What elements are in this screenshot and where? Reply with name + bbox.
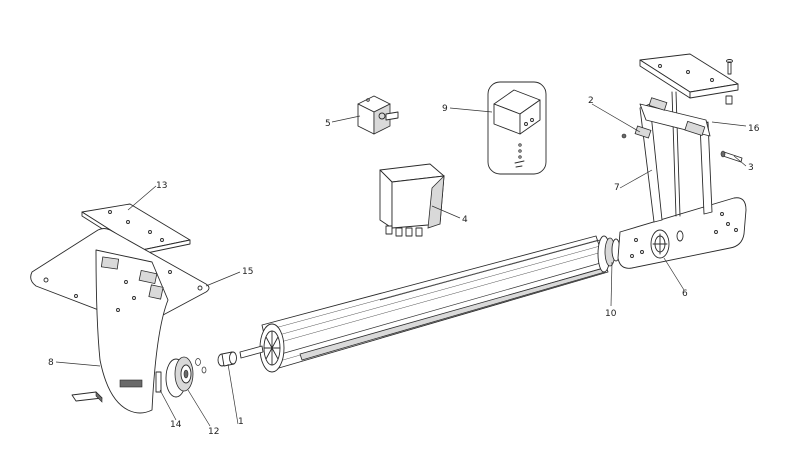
small-clip-part <box>71 391 103 403</box>
callout-4: 4 <box>462 215 468 225</box>
callout-10: 10 <box>605 309 617 319</box>
callout-16: 16 <box>748 124 760 134</box>
callout-labels: 1 2 3 4 5 6 7 8 9 10 12 13 14 15 16 <box>48 96 760 437</box>
part-8-hanging-bracket <box>95 249 169 414</box>
part-12-bearing <box>165 356 207 398</box>
part-9-control-box <box>487 81 547 175</box>
callout-12: 12 <box>208 427 219 437</box>
leader-lines <box>55 103 747 427</box>
callout-2: 2 <box>588 96 594 106</box>
part-6-end-plate <box>617 197 747 269</box>
callout-8: 8 <box>48 358 54 368</box>
callout-9: 9 <box>442 104 448 114</box>
callout-7: 7 <box>614 183 620 193</box>
part-16-top-bracket <box>639 53 739 105</box>
callout-6: 6 <box>682 289 688 299</box>
part-4-motor-unit <box>379 163 445 237</box>
part-7-hanger-arms <box>639 91 713 223</box>
callout-5: 5 <box>325 119 331 129</box>
part-2-clip <box>621 97 706 139</box>
part-5-switch <box>357 95 399 135</box>
callout-1: 1 <box>238 417 244 427</box>
part-14-spacer <box>155 371 162 393</box>
callout-13: 13 <box>156 181 167 191</box>
callout-14: 14 <box>170 420 182 430</box>
callout-3: 3 <box>748 163 754 173</box>
callout-15: 15 <box>242 267 253 277</box>
roller-tube <box>239 235 616 373</box>
part-1-pin <box>217 351 237 367</box>
